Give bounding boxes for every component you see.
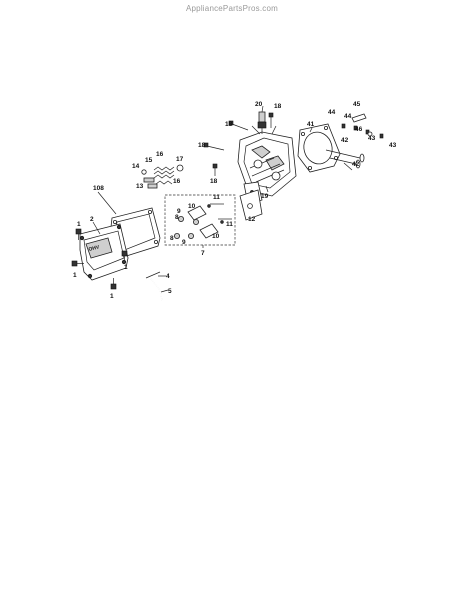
- part-callouts: 108 2 1 1 1 1 4 5 7 8 8 9 9 10 10 11 11 …: [73, 101, 397, 300]
- bracket-part-12: [239, 189, 263, 221]
- watermark: AppliancePartsPros.com: [186, 4, 278, 13]
- spark-plug: [257, 111, 267, 134]
- callout-14: 14: [132, 163, 140, 170]
- callout-18: 18: [210, 178, 218, 185]
- head-gasket: [297, 123, 341, 173]
- callout-11: 11: [213, 194, 220, 201]
- callout-20: 20: [255, 101, 263, 108]
- callout-45: 45: [353, 101, 361, 108]
- callout-9: 9: [177, 208, 181, 215]
- cover-bolts: [71, 228, 128, 290]
- callout-1: 1: [73, 272, 77, 279]
- callout-18: 18: [225, 121, 233, 128]
- callout-1: 1: [77, 221, 81, 228]
- callout-7: 7: [201, 250, 205, 257]
- callout-8: 8: [175, 214, 179, 221]
- rocker-arm-box: [164, 194, 236, 246]
- callout-8: 8: [170, 235, 174, 242]
- callout-10: 10: [212, 233, 220, 240]
- callout-4: 4: [166, 273, 170, 280]
- callout-18: 18: [198, 142, 206, 149]
- svg-text:OHV: OHV: [88, 244, 101, 253]
- callout-16: 16: [173, 178, 181, 185]
- callout-44: 44: [328, 109, 336, 116]
- callout-10: 10: [188, 203, 196, 210]
- callout-43: 43: [389, 142, 397, 149]
- callout-16: 16: [156, 151, 164, 158]
- callout-1: 1: [110, 293, 114, 300]
- valve-springs: [141, 164, 184, 189]
- callout-11: 11: [226, 221, 233, 228]
- callout-18: 18: [274, 103, 282, 110]
- leader-lines: [92, 105, 353, 293]
- callout-41: 41: [307, 121, 315, 128]
- callout-15: 15: [145, 157, 153, 164]
- valves: [325, 113, 384, 169]
- callout-43: 43: [368, 135, 376, 142]
- callout-5: 5: [168, 288, 172, 295]
- callout-44: 44: [344, 113, 352, 120]
- callout-46: 46: [355, 126, 363, 133]
- callout-12: 12: [248, 216, 256, 223]
- callout-19: 19: [261, 193, 269, 200]
- callout-13: 13: [136, 183, 144, 190]
- valve-cover: OHV: [79, 223, 129, 281]
- callout-42: 42: [341, 137, 349, 144]
- callout-2: 2: [90, 216, 94, 223]
- callout-9: 9: [182, 239, 186, 246]
- head-bolts: [203, 112, 274, 176]
- callout-42: 42: [352, 161, 360, 168]
- callout-17: 17: [176, 156, 184, 163]
- callout-108: 108: [93, 185, 104, 192]
- callout-1: 1: [124, 264, 128, 271]
- breather-tube: [145, 271, 163, 301]
